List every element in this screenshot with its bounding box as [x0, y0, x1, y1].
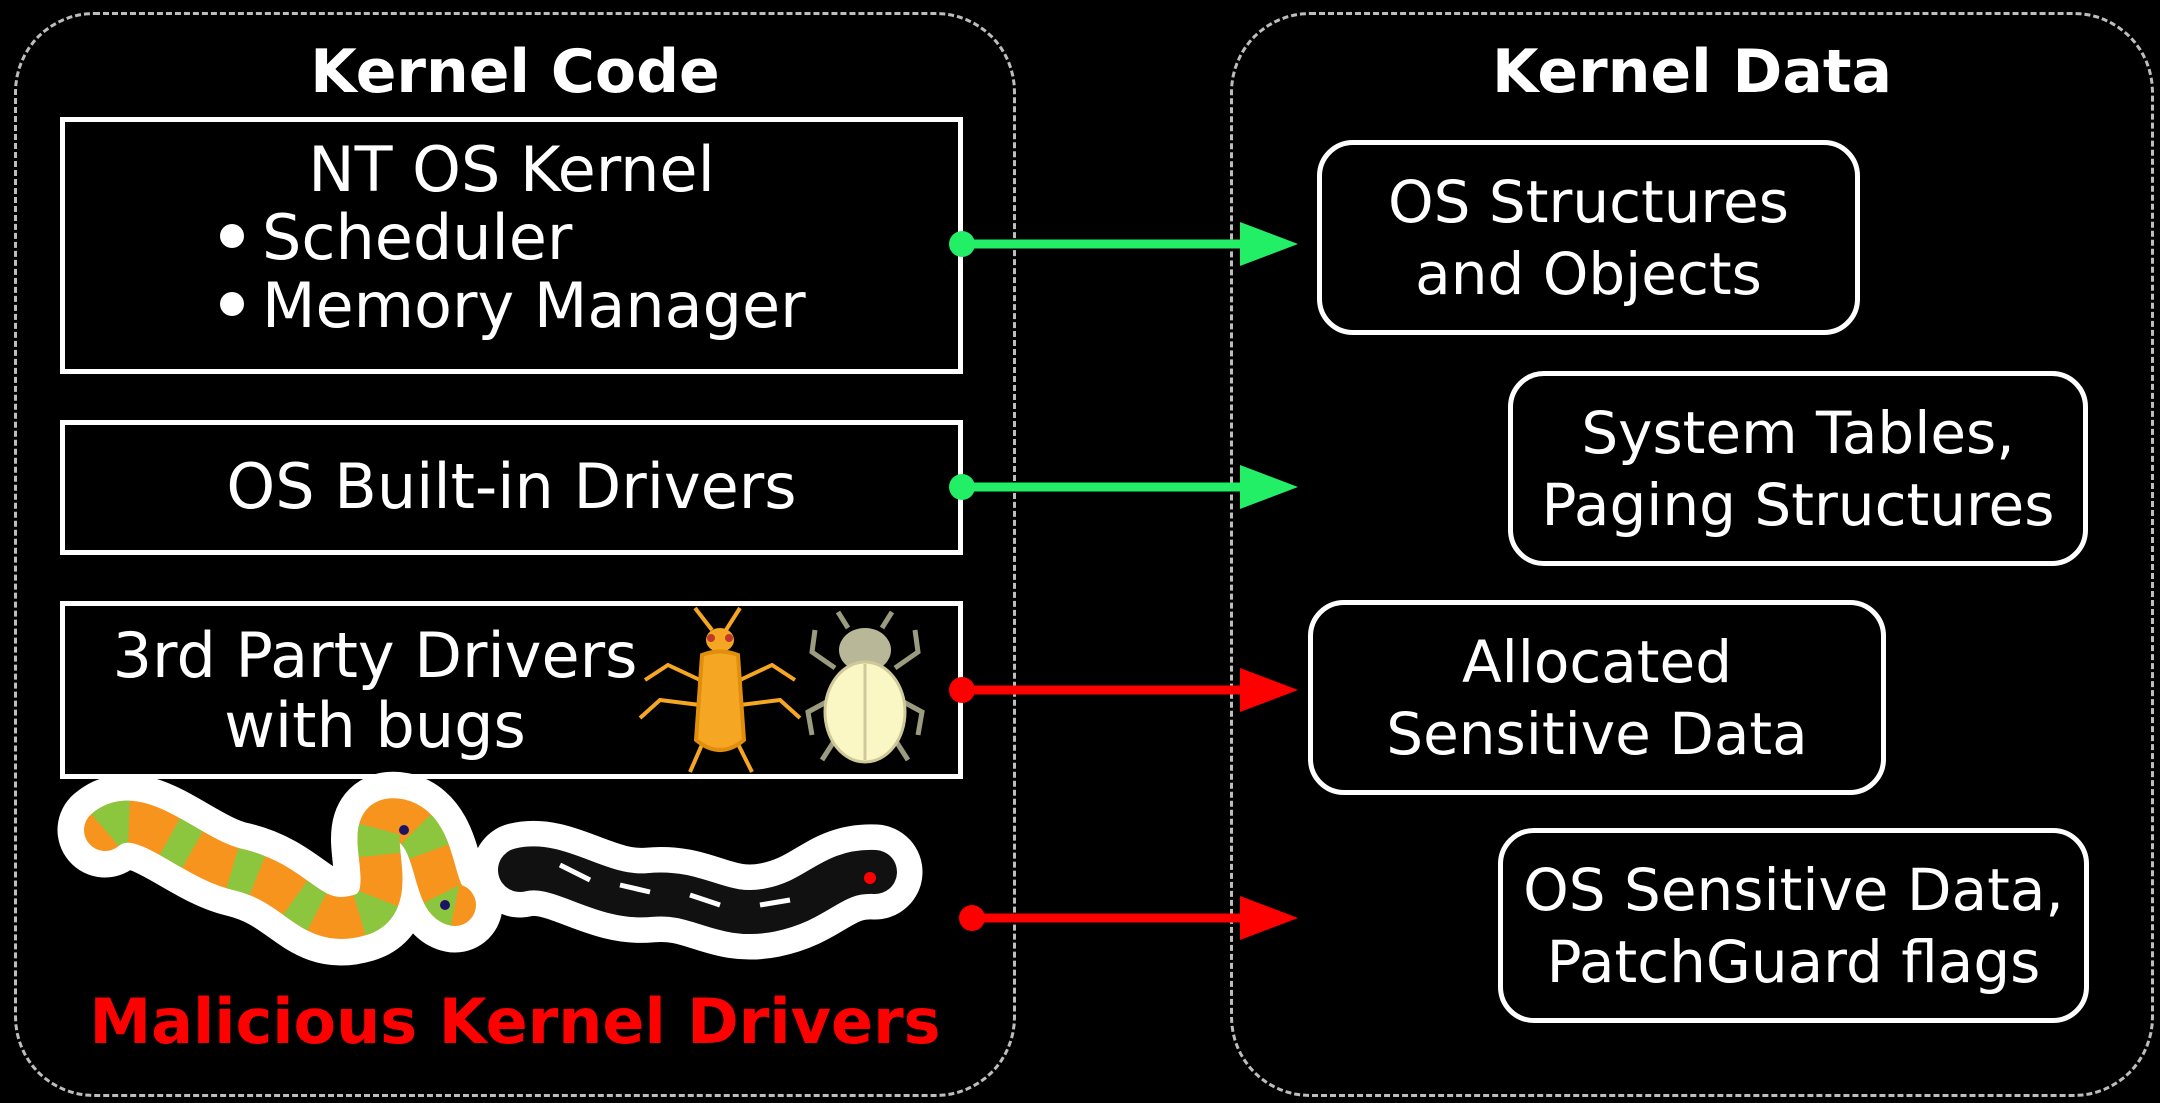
os-sensitive-data-box: OS Sensitive Data, PatchGuard flags	[1498, 828, 2089, 1023]
scheduler-label: Scheduler	[262, 201, 573, 274]
third-party-line1: 3rd Party Drivers	[112, 619, 638, 692]
bullet-memory-manager: Memory Manager	[220, 272, 806, 340]
system-tables-line2: Paging Structures	[1541, 470, 2055, 539]
bullet-scheduler: Scheduler	[220, 204, 572, 272]
os-sensitive-line1: OS Sensitive Data,	[1523, 855, 2064, 924]
third-party-line2: with bugs	[224, 689, 526, 762]
third-party-drivers-box: 3rd Party Drivers with bugs	[60, 601, 963, 779]
arrow-builtin-to-tables	[949, 465, 1298, 509]
grasshopper-icon	[638, 606, 802, 773]
os-structures-box: OS Structures and Objects	[1317, 140, 1860, 335]
kernel-code-title: Kernel Code	[310, 37, 720, 107]
arrow-kernel-to-structures	[949, 222, 1298, 266]
arrow-malicious-to-sensitive	[959, 896, 1298, 940]
malicious-kernel-drivers-label: Malicious Kernel Drivers	[89, 985, 941, 1058]
nt-os-kernel-title: NT OS Kernel	[308, 133, 715, 206]
os-sensitive-line2: PatchGuard flags	[1546, 927, 2041, 996]
os-builtin-drivers-box: OS Built-in Drivers	[60, 420, 963, 555]
kernel-data-panel: Kernel Data	[1230, 12, 2154, 1097]
os-structures-line1: OS Structures	[1388, 167, 1789, 236]
allocated-line2: Sensitive Data	[1386, 699, 1808, 768]
colorful-worm-icon	[57, 771, 503, 966]
kernel-data-title: Kernel Data	[1491, 37, 1893, 107]
allocated-sensitive-box: Allocated Sensitive Data	[1308, 600, 1886, 795]
bullet-dot	[220, 223, 244, 248]
os-structures-line2: and Objects	[1415, 239, 1762, 308]
beetle-icon	[805, 610, 925, 764]
system-tables-box: System Tables, Paging Structures	[1508, 371, 2088, 566]
arrow-thirdparty-to-allocated	[949, 668, 1298, 712]
bullet-dot	[220, 291, 244, 316]
nt-os-kernel-box: NT OS Kernel Scheduler Memory Manager	[60, 117, 963, 374]
black-worm-icon	[472, 821, 923, 960]
kernel-code-panel: Kernel Code	[14, 12, 1016, 1097]
memory-manager-label: Memory Manager	[262, 269, 806, 342]
allocated-line1: Allocated	[1461, 627, 1733, 696]
os-builtin-drivers-label: OS Built-in Drivers	[226, 450, 797, 523]
system-tables-line1: System Tables,	[1581, 398, 2015, 467]
